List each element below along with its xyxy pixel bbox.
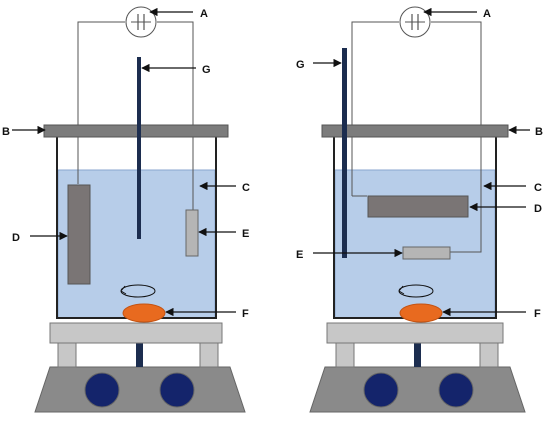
right-electrode-e xyxy=(402,246,451,260)
left-stir-plate-shaft xyxy=(136,343,143,367)
left-lid xyxy=(43,124,229,138)
right-label-b: B xyxy=(535,126,543,138)
right-lid xyxy=(321,124,509,138)
left-stir-plate-leg-left xyxy=(57,342,77,368)
left-label-c: C xyxy=(242,182,250,194)
right-label-g: G xyxy=(296,59,305,71)
right-stir-knob-1 xyxy=(363,372,399,408)
right-electrode-d xyxy=(367,195,469,218)
left-electrode-e xyxy=(185,209,199,257)
left-rod xyxy=(137,57,141,239)
left-setup: A G B C D E F xyxy=(2,6,250,413)
left-stir-plate-top xyxy=(49,322,223,344)
left-stir-plate-leg-right xyxy=(199,342,219,368)
right-stir-plate-leg-left xyxy=(335,342,355,368)
left-label-d: D xyxy=(12,232,20,244)
left-stir-knob-2 xyxy=(159,372,195,408)
left-label-g: G xyxy=(202,64,211,76)
left-rotation-arrow-icon xyxy=(120,284,156,298)
right-power-source-icon xyxy=(399,6,431,38)
right-liquid xyxy=(334,169,496,319)
left-stir-knob-1 xyxy=(84,372,120,408)
right-stir-plate-top xyxy=(326,322,504,344)
right-setup: A G B C D E F xyxy=(296,6,543,413)
right-stir-plate xyxy=(309,322,526,413)
left-power-source-icon xyxy=(125,6,157,38)
right-stir-knob-2 xyxy=(438,372,474,408)
left-label-e: E xyxy=(242,228,249,240)
left-label-f: F xyxy=(242,308,249,320)
right-pointer-arrows xyxy=(313,7,530,317)
right-label-f: F xyxy=(534,308,541,320)
left-label-b: B xyxy=(2,126,10,138)
right-label-c: C xyxy=(534,182,542,194)
right-stir-plate-base xyxy=(309,366,526,413)
left-stir-plate-base xyxy=(34,366,246,413)
right-label-a: A xyxy=(483,8,491,20)
right-label-d: D xyxy=(534,203,542,215)
right-stir-plate-shaft xyxy=(414,343,421,367)
left-electrode-d xyxy=(67,184,91,285)
left-stir-plate xyxy=(34,322,246,413)
right-stir-plate-leg-right xyxy=(479,342,499,368)
right-stir-bar xyxy=(399,303,443,323)
right-label-e: E xyxy=(296,249,303,261)
right-rod xyxy=(342,48,347,258)
left-label-a: A xyxy=(200,8,208,20)
right-rotation-arrow-icon xyxy=(398,284,434,298)
left-pointer-arrows xyxy=(12,7,236,317)
left-stir-bar xyxy=(122,303,166,323)
